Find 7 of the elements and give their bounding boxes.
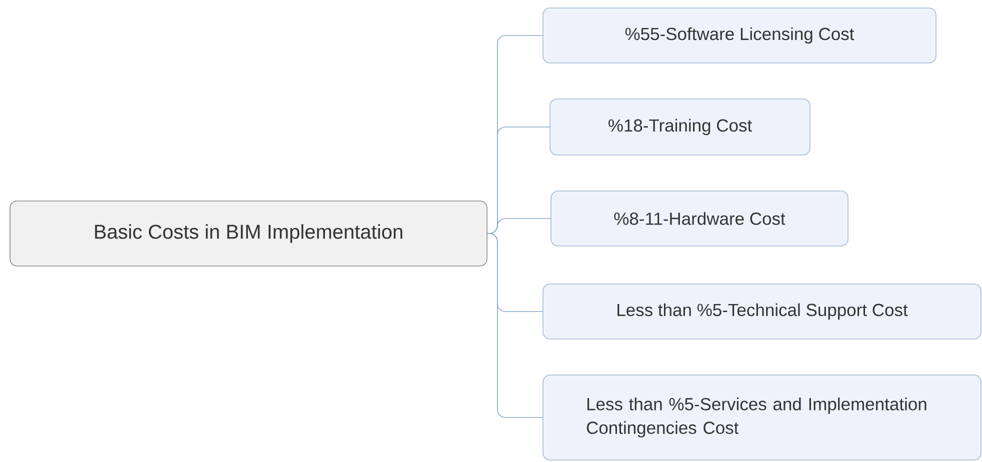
subtopic-box: %55-Software Licensing Cost	[542, 8, 936, 64]
subtopic-box: %18-Training Cost	[550, 98, 810, 156]
subtopic-box: Less than %5-Services and Implementation Contingencies Cost	[542, 374, 982, 460]
subtopic-box: %8-11-Hardware Cost	[550, 190, 848, 246]
topic-box: Basic Costs in BIM Implementation	[10, 200, 488, 266]
connector	[487, 233, 543, 418]
subtopic-box: Less than %5-Technical Support Cost	[542, 284, 982, 340]
